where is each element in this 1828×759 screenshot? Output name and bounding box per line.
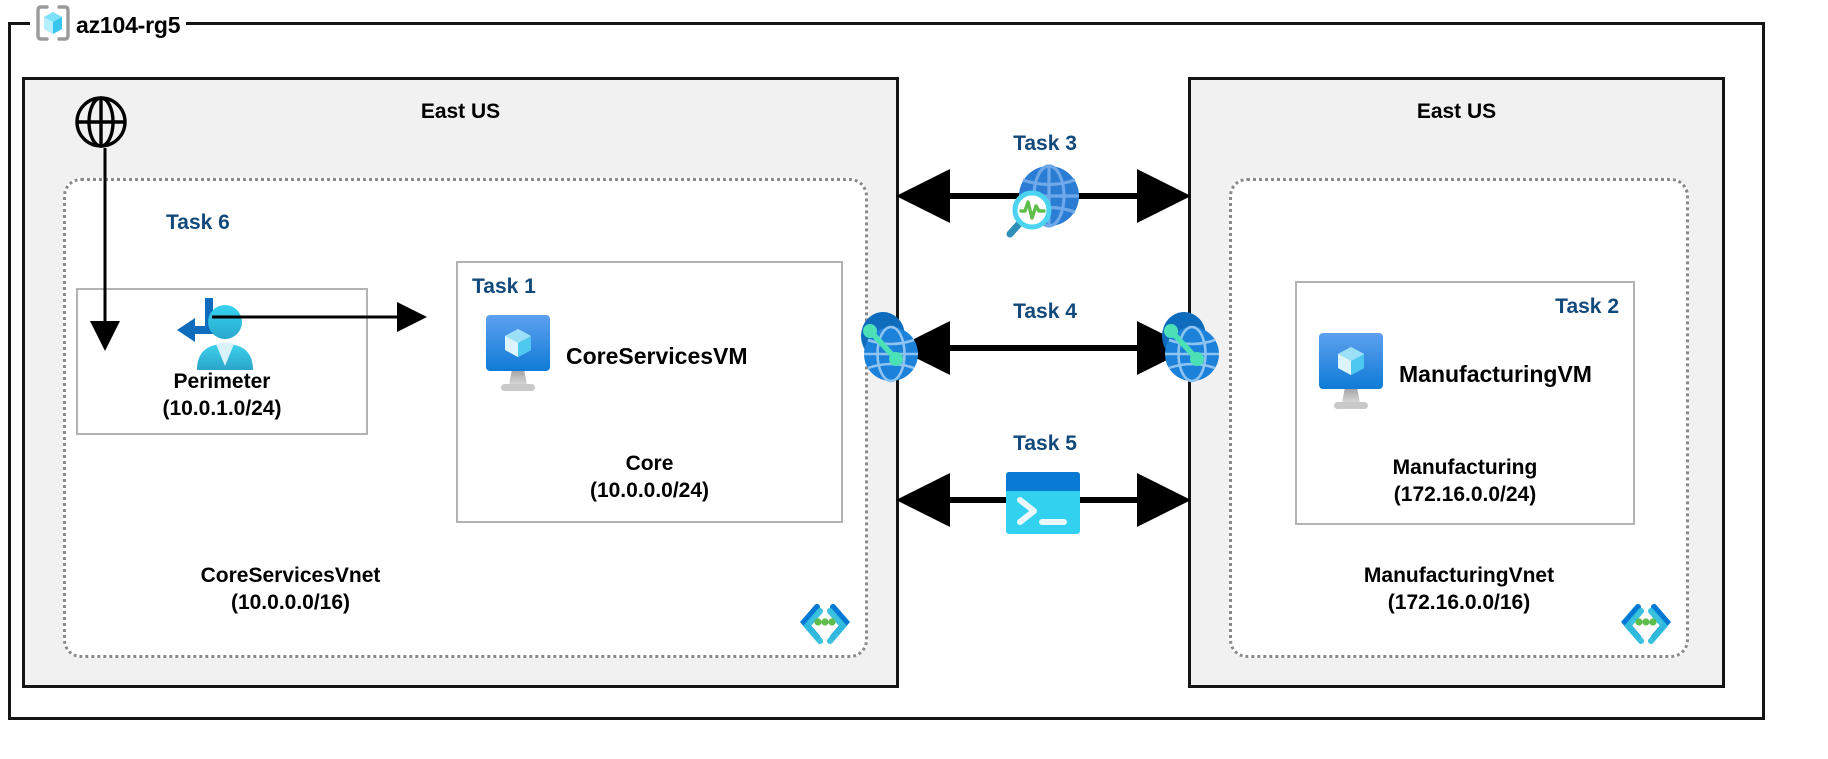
virtual-machine-icon <box>1317 331 1385 418</box>
resource-group-frame <box>8 22 1765 720</box>
region-title-left: East US <box>420 100 501 123</box>
vm-name-manufacturingvm: ManufacturingVM <box>1399 361 1592 387</box>
subnet-caption-core: Core (10.0.0.0/24) <box>458 451 841 505</box>
vm-coreservicesvm: CoreServicesVM <box>484 313 748 400</box>
vnet-box-core: Task 6 <box>63 178 868 658</box>
connector-group-task4: Task 4 <box>960 300 1130 324</box>
task-label-task5: Task 5 <box>1013 432 1077 455</box>
vm-manufacturingvm: ManufacturingVM <box>1317 331 1592 418</box>
task-label-task4: Task 4 <box>1013 300 1077 323</box>
internet-globe-icon <box>73 94 129 155</box>
subnet-caption-perimeter: Perimeter (10.0.1.0/24) <box>78 369 366 423</box>
subnet-cidr-core: (10.0.0.0/24) <box>589 479 710 503</box>
vnet-name-core: CoreServicesVnet <box>200 564 381 588</box>
code-brackets-icon <box>799 600 851 649</box>
user-signin-icon <box>173 296 259 375</box>
vnet-cidr-manufacturing: (172.16.0.0/16) <box>1387 591 1531 615</box>
resource-group-name: az104-rg5 <box>76 11 181 38</box>
vm-name-coreservicesvm: CoreServicesVM <box>566 343 748 369</box>
subnet-name-manufacturing: Manufacturing <box>1392 456 1538 480</box>
subnet-cidr-perimeter: (10.0.1.0/24) <box>162 397 282 421</box>
vnet-label-core: CoreServicesVnet (10.0.0.0/16) <box>0 563 605 617</box>
subnet-box-perimeter: Perimeter (10.0.1.0/24) <box>76 288 368 435</box>
network-watcher-icon <box>1000 162 1088 247</box>
region-title-right: East US <box>1416 100 1497 123</box>
virtual-machine-icon <box>484 313 552 400</box>
subnet-name-core: Core <box>625 452 674 476</box>
vnet-label-manufacturing: ManufacturingVnet (172.16.0.0/16) <box>1232 563 1686 617</box>
subnet-box-core: Task 1 <box>456 261 843 523</box>
subnet-name-perimeter: Perimeter <box>173 370 271 394</box>
code-brackets-icon <box>1620 600 1672 649</box>
subnet-cidr-manufacturing: (172.16.0.0/24) <box>1393 483 1537 507</box>
task-label-task2: Task 2 <box>1555 295 1619 318</box>
vnet-name-manufacturing: ManufacturingVnet <box>1363 564 1555 588</box>
connector-group-task3: Task 3 <box>960 132 1130 156</box>
subnet-box-manufacturing: Task 2 <box>1295 281 1635 525</box>
region-box-left: East US Task 6 <box>22 77 899 688</box>
vnet-box-manufacturing: Task 2 <box>1229 178 1689 658</box>
cloud-shell-icon <box>1004 470 1082 541</box>
azure-resource-group-icon <box>36 4 70 46</box>
task-label-task6: Task 6 <box>166 211 230 234</box>
task-label-task3: Task 3 <box>1013 132 1077 155</box>
subnet-caption-manufacturing: Manufacturing (172.16.0.0/24) <box>1297 455 1633 509</box>
connector-group-task5: Task 5 <box>960 432 1130 456</box>
region-box-right: East US Task 2 <box>1188 77 1725 688</box>
vnet-peering-icon <box>1150 310 1226 391</box>
task-label-task1: Task 1 <box>472 275 536 298</box>
vnet-peering-icon <box>849 310 925 391</box>
vnet-cidr-core: (10.0.0.0/16) <box>230 591 351 615</box>
resource-group-title: az104-rg5 <box>30 4 187 46</box>
